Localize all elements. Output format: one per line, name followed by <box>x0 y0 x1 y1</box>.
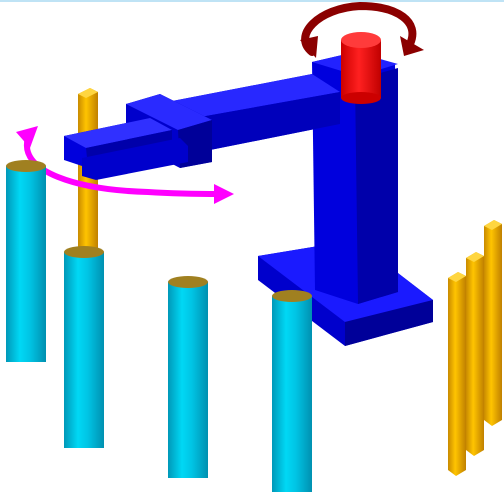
cyan-post <box>168 276 208 478</box>
gold-post <box>466 252 484 456</box>
gold-post <box>448 272 466 476</box>
red-joint-cap <box>341 32 381 104</box>
cyan-post <box>272 290 312 492</box>
gold-post <box>484 220 502 426</box>
cyan-post <box>6 160 46 362</box>
cyan-post <box>64 246 104 448</box>
